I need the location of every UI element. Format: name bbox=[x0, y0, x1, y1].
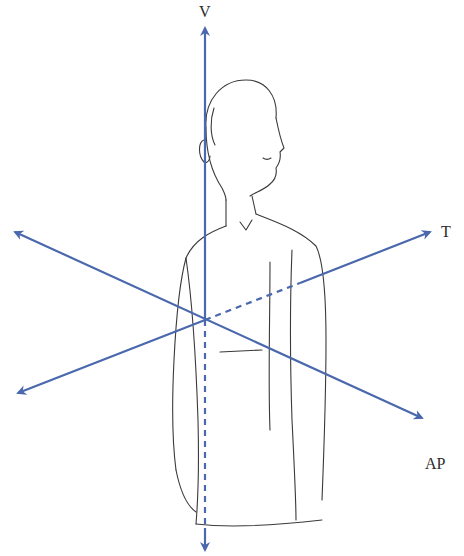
neck-right bbox=[252, 196, 256, 214]
vertical-axis-lower bbox=[204, 528, 206, 550]
left-shoulder-arm bbox=[173, 226, 226, 470]
axis-label: AP bbox=[424, 456, 446, 472]
vertical-axis-upper bbox=[204, 28, 206, 320]
human-figure bbox=[173, 80, 326, 526]
transverse-axis-left bbox=[18, 320, 205, 393]
torso-bottom bbox=[196, 520, 322, 526]
left-hand bbox=[176, 470, 196, 512]
axis-label: T bbox=[440, 224, 452, 240]
axes bbox=[15, 28, 430, 550]
transverse-axis-right bbox=[300, 232, 430, 283]
jacket-pocket bbox=[220, 350, 262, 352]
face-profile bbox=[250, 118, 284, 196]
jacket-opening bbox=[269, 262, 271, 430]
right-arm-inner bbox=[291, 250, 297, 520]
collar bbox=[240, 220, 252, 230]
neck-left bbox=[225, 200, 226, 226]
vertical-axis-hidden bbox=[204, 320, 206, 528]
hair-outline bbox=[206, 80, 276, 128]
hair-strand bbox=[211, 108, 215, 145]
axis-label: V bbox=[198, 4, 212, 20]
eye bbox=[263, 158, 271, 160]
head-back bbox=[206, 128, 226, 200]
transverse-axis-hidden bbox=[205, 283, 300, 320]
left-torso-side bbox=[186, 258, 198, 524]
anteroposterior-axis bbox=[15, 232, 422, 418]
